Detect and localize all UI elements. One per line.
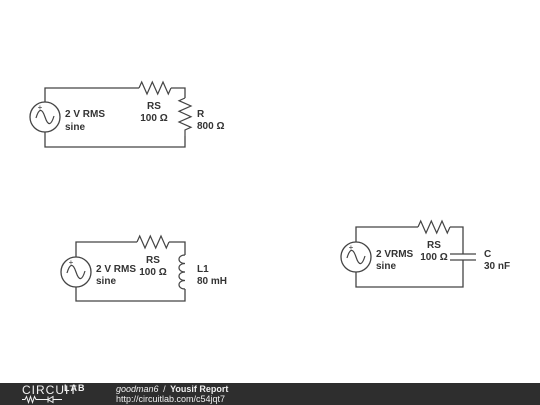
- circuit-3-wire-top-right: [450, 226, 464, 254]
- circuit-1-wire-bottom: [44, 132, 186, 148]
- logo-wordmark-bottom: LAB: [64, 383, 86, 393]
- circuit-2-voltage-source[interactable]: +: [60, 256, 92, 288]
- circuit-1-resistor-r[interactable]: [177, 97, 193, 136]
- circuit-3-load-name: C: [484, 249, 491, 260]
- logo-wordmark-top: CIRCUIT: [22, 383, 78, 397]
- svg-text:+: +: [69, 258, 74, 267]
- svg-text:+: +: [349, 243, 354, 252]
- logo-circuit-glyph: [22, 395, 62, 404]
- circuit-1-source-amplitude: 2 V RMS: [65, 109, 105, 120]
- circuit-2-load-value: 80 mH: [197, 276, 227, 287]
- author-link[interactable]: goodman6: [116, 384, 159, 394]
- footer-credit: goodman6 / Yousif Report: [116, 384, 228, 394]
- circuit-1: + 2 V RMS sine RS 100 Ω R 800 Ω: [29, 80, 224, 148]
- svg-text:+: +: [38, 103, 43, 112]
- circuit-3-source-waveform: sine: [376, 261, 396, 272]
- circuit-2-rs-name: RS: [146, 255, 160, 266]
- circuit-2-wire-bottom: [75, 287, 186, 302]
- circuit-3-voltage-source[interactable]: +: [340, 241, 372, 273]
- circuit-2: + 2 V RMS sine RS 100 Ω L1 80 mH: [60, 234, 227, 302]
- circuit-2-rs-value: 100 Ω: [139, 267, 166, 278]
- circuit-2-wire-top-left: [75, 241, 137, 257]
- footer-bar: CIRCUIT LAB goodman6 / Yousif Report htt…: [0, 383, 540, 405]
- circuit-url-link[interactable]: http://circuitlab.com/c54jqt7: [116, 394, 226, 404]
- circuit-2-wire-top-right: [169, 241, 186, 255]
- circuit-2-resistor-rs[interactable]: [136, 234, 170, 250]
- circuit-2-inductor-l1[interactable]: [178, 254, 186, 290]
- circuit-3-rs-value: 100 Ω: [420, 252, 447, 263]
- circuit-2-load-name: L1: [197, 264, 209, 275]
- circuit-1-load-name: R: [197, 109, 205, 120]
- circuit-1-rs-value: 100 Ω: [140, 113, 167, 124]
- circuit-3-capacitor-c[interactable]: [450, 253, 476, 261]
- circuit-2-source-waveform: sine: [96, 276, 116, 287]
- circuit-1-wire-top-right: [171, 87, 186, 98]
- circuit-3-resistor-rs[interactable]: [417, 219, 451, 235]
- circuit-1-rs-name: RS: [147, 101, 161, 112]
- circuit-3-source-amplitude: 2 VRMS: [376, 249, 414, 260]
- circuit-3: + 2 VRMS sine RS 100 Ω C 30 nF: [340, 219, 510, 288]
- circuit-1-resistor-rs[interactable]: [138, 80, 172, 96]
- circuitlab-logo[interactable]: CIRCUIT LAB: [22, 384, 94, 404]
- circuit-2-source-amplitude: 2 V RMS: [96, 264, 136, 275]
- circuit-1-wire-top-left: [44, 87, 139, 102]
- circuit-3-rs-name: RS: [427, 240, 441, 251]
- credit-separator: /: [163, 384, 166, 394]
- circuit-1-source-waveform: sine: [65, 122, 85, 133]
- circuit-1-voltage-source[interactable]: +: [29, 101, 61, 133]
- circuit-3-load-value: 30 nF: [484, 261, 510, 272]
- schematic-canvas: + 2 V RMS sine RS 100 Ω R 800 Ω + 2 V RM…: [29, 80, 510, 302]
- circuit-3-wire-bottom: [355, 260, 464, 288]
- report-title[interactable]: Yousif Report: [170, 384, 229, 394]
- circuit-1-load-value: 800 Ω: [197, 121, 224, 132]
- circuit-3-wire-top-left: [355, 226, 418, 242]
